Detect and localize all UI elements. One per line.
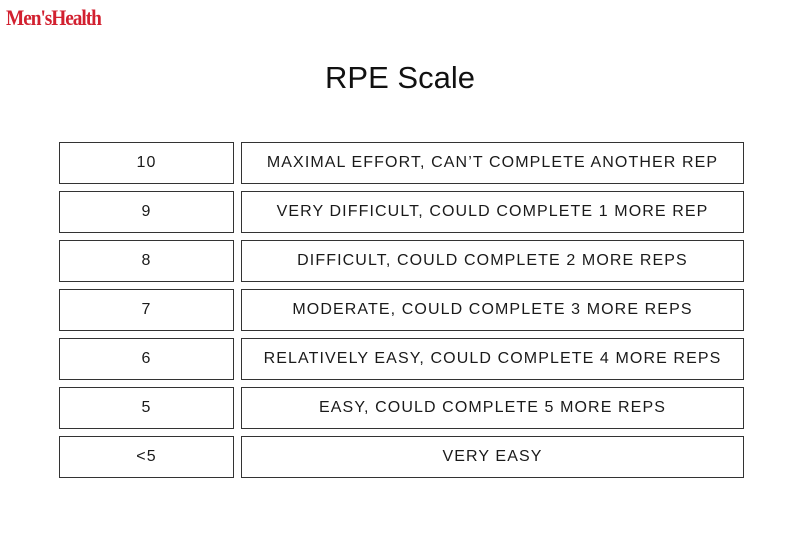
rpe-description: MAXIMAL EFFORT, CAN’T COMPLETE ANOTHER R… <box>241 142 744 184</box>
rpe-value: 9 <box>59 191 234 233</box>
rpe-value: 10 <box>59 142 234 184</box>
table-row: <5 VERY EASY <box>59 436 744 478</box>
rpe-value: <5 <box>59 436 234 478</box>
rpe-value: 7 <box>59 289 234 331</box>
rpe-description: MODERATE, COULD COMPLETE 3 MORE REPS <box>241 289 744 331</box>
mens-health-logo: Men'sHealth <box>6 5 102 30</box>
rpe-description: VERY EASY <box>241 436 744 478</box>
page-title: RPE Scale <box>325 60 475 95</box>
rpe-value: 6 <box>59 338 234 380</box>
rpe-value: 5 <box>59 387 234 429</box>
table-row: 10 MAXIMAL EFFORT, CAN’T COMPLETE ANOTHE… <box>59 142 744 184</box>
rpe-value: 8 <box>59 240 234 282</box>
rpe-description: DIFFICULT, COULD COMPLETE 2 MORE REPS <box>241 240 744 282</box>
table-row: 7 MODERATE, COULD COMPLETE 3 MORE REPS <box>59 289 744 331</box>
table-row: 6 RELATIVELY EASY, COULD COMPLETE 4 MORE… <box>59 338 744 380</box>
rpe-description: VERY DIFFICULT, COULD COMPLETE 1 MORE RE… <box>241 191 744 233</box>
table-row: 5 EASY, COULD COMPLETE 5 MORE REPS <box>59 387 744 429</box>
rpe-scale-table: 10 MAXIMAL EFFORT, CAN’T COMPLETE ANOTHE… <box>59 142 744 485</box>
rpe-description: RELATIVELY EASY, COULD COMPLETE 4 MORE R… <box>241 338 744 380</box>
table-row: 8 DIFFICULT, COULD COMPLETE 2 MORE REPS <box>59 240 744 282</box>
rpe-description: EASY, COULD COMPLETE 5 MORE REPS <box>241 387 744 429</box>
table-row: 9 VERY DIFFICULT, COULD COMPLETE 1 MORE … <box>59 191 744 233</box>
